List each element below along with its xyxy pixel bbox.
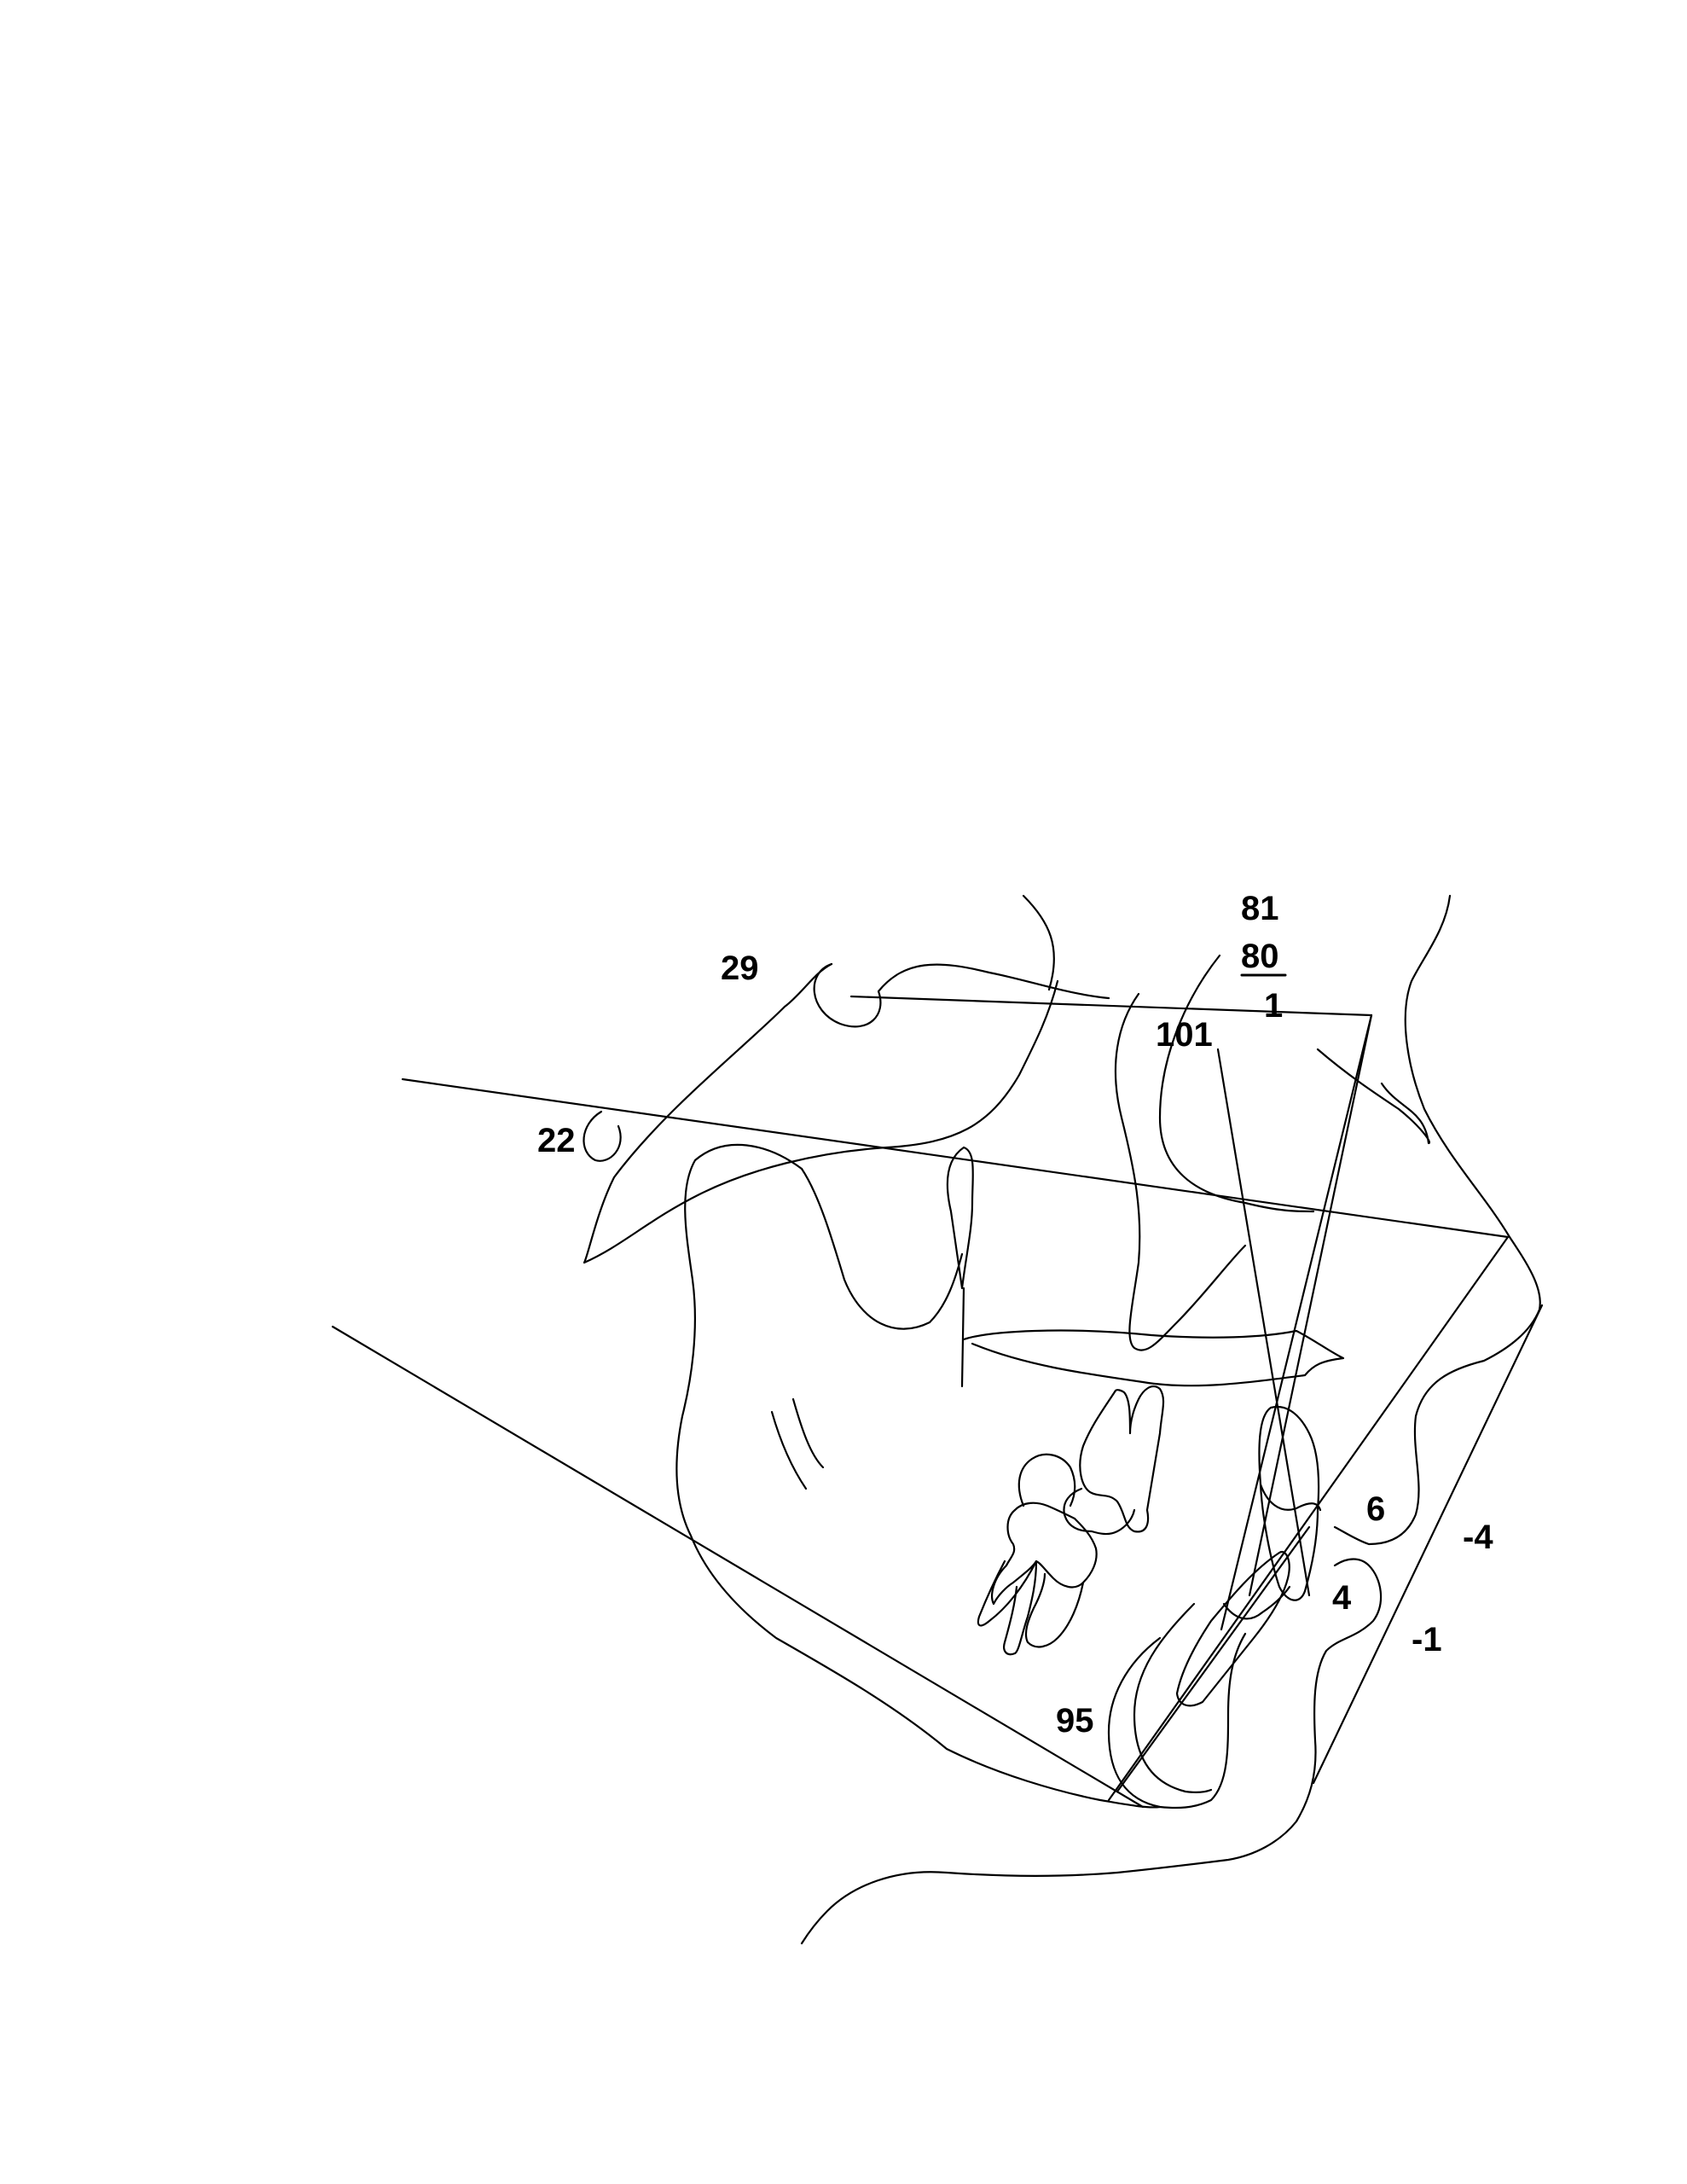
na-line	[1248, 1014, 1373, 1597]
lower-incisor-axis-line	[1116, 1525, 1311, 1793]
lower-incisor-inner-contour	[1222, 1585, 1291, 1620]
mandibular-canal-line-1	[770, 1410, 808, 1490]
anatomical-contours	[583, 894, 1541, 1945]
label-lower-incisor-mandibular-plane: 95	[1056, 1702, 1094, 1740]
molars	[977, 1385, 1165, 1656]
e-line	[1312, 1304, 1544, 1785]
label-lower-lip-e-line: -1	[1412, 1621, 1442, 1658]
upper-incisor-axis-line	[1216, 1048, 1311, 1597]
sn-line	[849, 995, 1373, 1017]
maxilla-contour	[1114, 992, 1247, 1351]
label-fh-mandibular-plane: 22	[537, 1122, 576, 1159]
pterygoid-line	[960, 1287, 965, 1388]
upper-molar-contour	[1079, 1385, 1165, 1533]
anterior-maxilla-contour	[1158, 954, 1315, 1213]
label-sn-gonion-gnathion: 29	[721, 950, 759, 987]
lower-lip-contour	[800, 1558, 1383, 1945]
reference-lines	[331, 995, 1544, 1809]
measurement-labels: 81 80 1 101 29 22 95 6 4 -4 -1	[537, 890, 1493, 1740]
orbitale-contour	[583, 1110, 622, 1162]
symphysis-inner-contour	[1133, 1602, 1213, 1793]
facial-plane-line	[1107, 1235, 1510, 1802]
symphysis-contour	[1107, 1632, 1247, 1809]
upper-incisor-inner-contour	[1259, 1483, 1322, 1512]
lower-incisor-contour	[1175, 1550, 1290, 1707]
ramus-contour	[675, 1143, 1162, 1809]
label-upper-lip-e-line: -4	[1463, 1519, 1493, 1556]
nasion-contour	[1316, 1048, 1431, 1145]
premolar-contour	[1017, 1453, 1076, 1507]
label-upper-lip: 6	[1366, 1490, 1385, 1528]
label-snb: 80	[1241, 938, 1279, 975]
sella-turcica-contour	[813, 962, 1110, 1028]
lower-molar-roots-contour	[1024, 1572, 1085, 1648]
label-sna: 81	[1241, 890, 1279, 927]
upper-molar-crown-contour	[1063, 1487, 1136, 1536]
label-lower-lip: 4	[1332, 1579, 1352, 1617]
gonial-angle-contour	[800, 1167, 964, 1330]
mandibular-plane-line	[331, 1325, 1145, 1809]
mandibular-canal-line-2	[791, 1397, 825, 1469]
label-interincisal: 101	[1156, 1016, 1213, 1054]
upper-lip-contour	[1333, 894, 1541, 1546]
nasal-bone-contour	[1022, 894, 1055, 991]
lower-molar-crown-contour	[1003, 1502, 1098, 1656]
lower-molar-contour	[977, 1508, 1038, 1627]
pterygomaxillary-fissure-contour	[946, 1146, 974, 1290]
cranial-base-contour	[583, 962, 1059, 1264]
palatal-plane-contour	[962, 1329, 1345, 1387]
label-anb: 1	[1264, 987, 1283, 1025]
nb-line	[1220, 1014, 1373, 1631]
